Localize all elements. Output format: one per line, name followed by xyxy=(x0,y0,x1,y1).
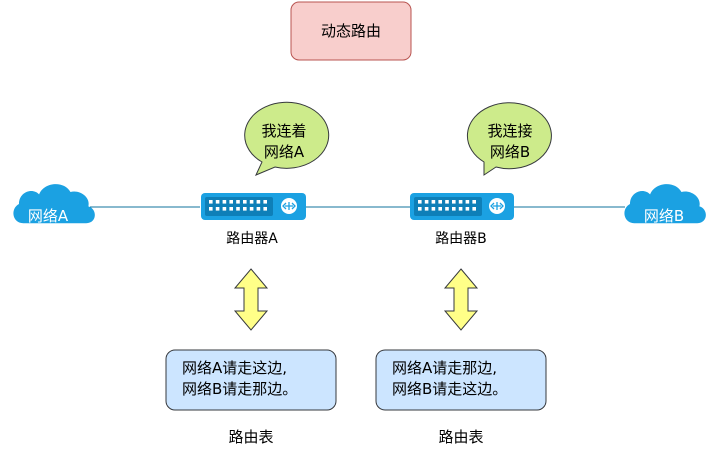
router-port xyxy=(249,200,254,204)
router-a-label: 路由器A xyxy=(226,231,278,247)
router-port xyxy=(438,200,442,204)
double-arrow-b xyxy=(443,268,479,331)
routing-table-a: 网络A请走这边, 网络B请走那边。 xyxy=(165,349,337,411)
bubble-b-line-1: 我连接 xyxy=(487,122,532,140)
router-port xyxy=(263,207,267,211)
router-port xyxy=(215,207,220,211)
title-text: 动态路由 xyxy=(321,22,381,40)
router-port xyxy=(458,207,463,211)
speech-bubble-router-a: 我连着 网络A xyxy=(244,101,330,176)
router-port xyxy=(249,207,254,211)
router-port xyxy=(465,200,470,204)
title-box: 动态路由 xyxy=(290,1,412,61)
router-port xyxy=(263,200,267,204)
router-port xyxy=(215,200,220,204)
router-port xyxy=(445,207,449,211)
double-arrow-a xyxy=(233,268,269,331)
router-a xyxy=(201,193,306,220)
router-port xyxy=(458,200,463,204)
router-port xyxy=(431,207,436,211)
router-port xyxy=(445,200,449,204)
router-b-label: 路由器B xyxy=(435,231,487,247)
router-port xyxy=(209,200,213,204)
routing-table-b: 网络A请走那边, 网络B请走这边。 xyxy=(375,349,547,411)
table-a-caption: 路由表 xyxy=(228,428,273,446)
router-port xyxy=(472,200,476,204)
router-port xyxy=(222,207,227,211)
table-a-line-1: 网络A请走这边, xyxy=(182,359,287,377)
bubble-a-line-2: 网络A xyxy=(264,143,305,161)
table-b-line-2: 网络B请走这边。 xyxy=(392,380,507,398)
router-port xyxy=(418,207,422,211)
router-port xyxy=(452,207,456,211)
router-port xyxy=(424,200,429,204)
router-port xyxy=(472,207,476,211)
router-port xyxy=(431,200,436,204)
router-port xyxy=(256,207,261,211)
bubble-a-line-1: 我连着 xyxy=(261,122,306,140)
table-a-line-2: 网络B请走那边。 xyxy=(182,380,297,398)
router-port xyxy=(209,207,213,211)
router-port xyxy=(465,207,470,211)
router-port xyxy=(424,207,429,211)
router-port xyxy=(229,200,233,204)
table-b-caption: 路由表 xyxy=(438,428,483,446)
router-port xyxy=(222,200,227,204)
cloud-label-left: 网络A xyxy=(28,207,69,225)
cloud-label-right: 网络B xyxy=(644,207,684,225)
router-b xyxy=(410,193,514,220)
router-port xyxy=(229,207,233,211)
router-port xyxy=(236,207,240,211)
table-b-line-1: 网络A请走那边, xyxy=(392,359,497,377)
router-port xyxy=(452,200,456,204)
router-port xyxy=(418,200,422,204)
router-port xyxy=(236,200,240,204)
bubble-b-line-2: 网络B xyxy=(490,143,530,161)
router-port xyxy=(256,200,261,204)
router-port xyxy=(438,207,442,211)
router-port xyxy=(243,207,247,211)
speech-bubble-router-b: 我连接 网络B xyxy=(466,102,552,176)
router-port xyxy=(243,200,247,204)
